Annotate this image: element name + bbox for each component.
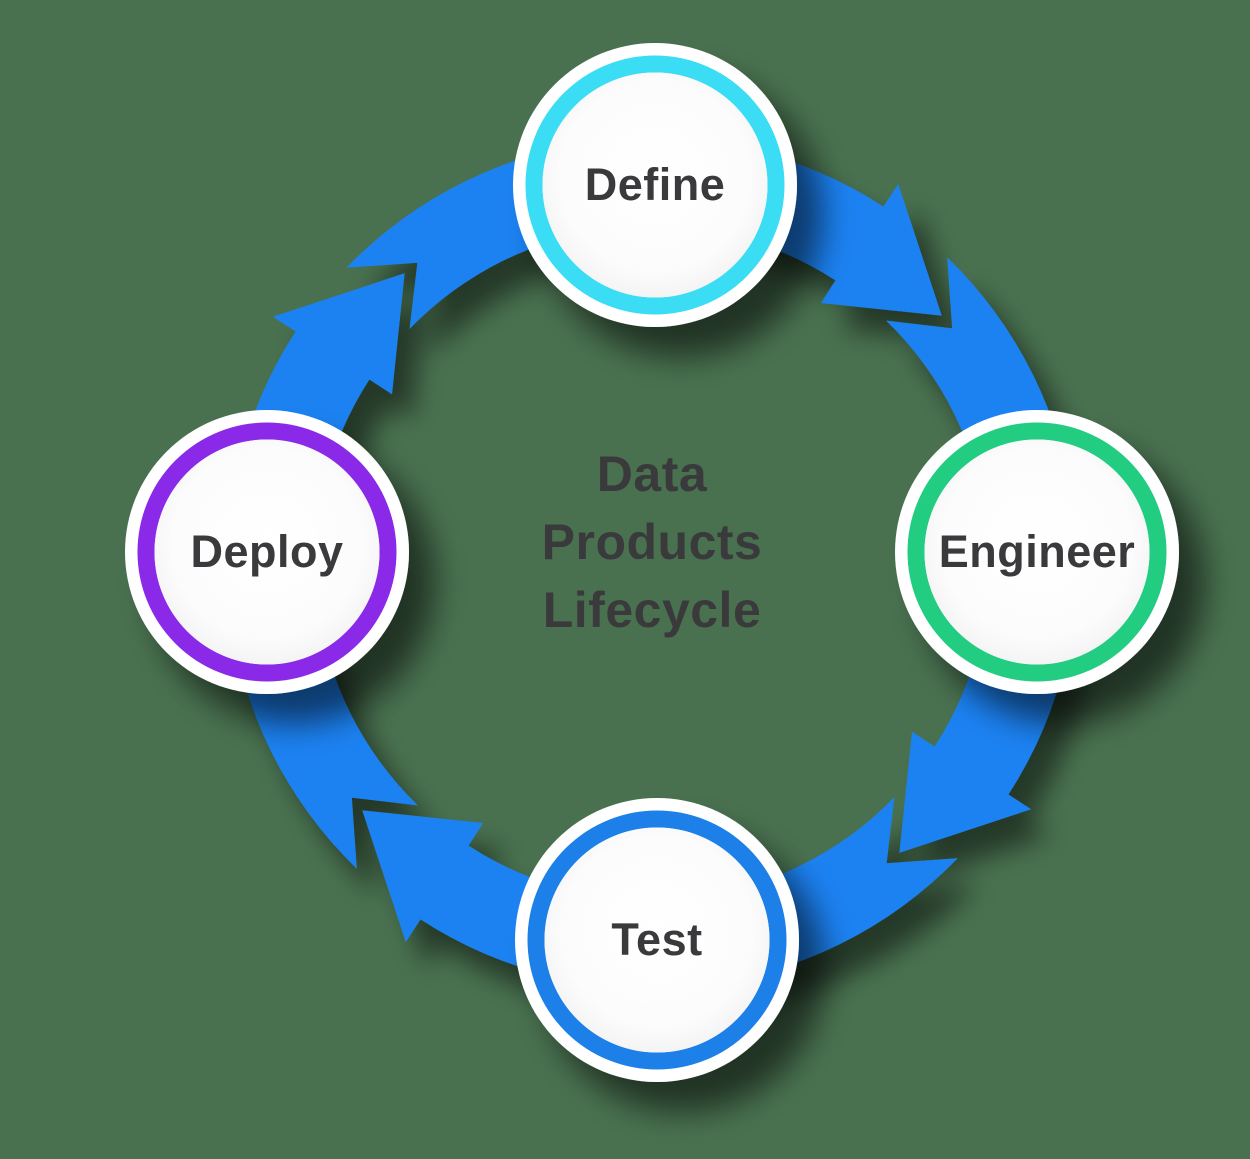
cycle-arrow-test: [362, 797, 958, 988]
node-ring-define: [525, 55, 785, 315]
node-circle-define: [513, 43, 797, 327]
node-disc-define: [542, 72, 768, 298]
diagram-title: Data Products Lifecycle: [542, 440, 763, 644]
cycle-nodes: [125, 43, 1179, 1082]
node-label-test: Test: [611, 914, 703, 965]
node-label-deploy: Deploy: [190, 526, 344, 577]
node-circle-test: [515, 798, 799, 1082]
node-disc-deploy: [154, 439, 380, 665]
node-circle-deploy: [125, 410, 409, 694]
node-label-engineer: Engineer: [938, 526, 1136, 577]
node-disc-test: [544, 827, 770, 1053]
diagram-title-line-1: Data: [596, 446, 708, 502]
node-label-define: Define: [584, 159, 726, 210]
cycle-arrow-engineer: [886, 257, 1077, 853]
diagram-title-line-3: Lifecycle: [542, 582, 762, 638]
node-circle-engineer: [895, 410, 1179, 694]
node-ring-engineer: [907, 422, 1167, 682]
node-disc-engineer: [924, 439, 1150, 665]
node-ring-deploy: [137, 422, 397, 682]
node-ring-test: [527, 810, 787, 1070]
diagram-title-line-2: Products: [541, 514, 763, 570]
